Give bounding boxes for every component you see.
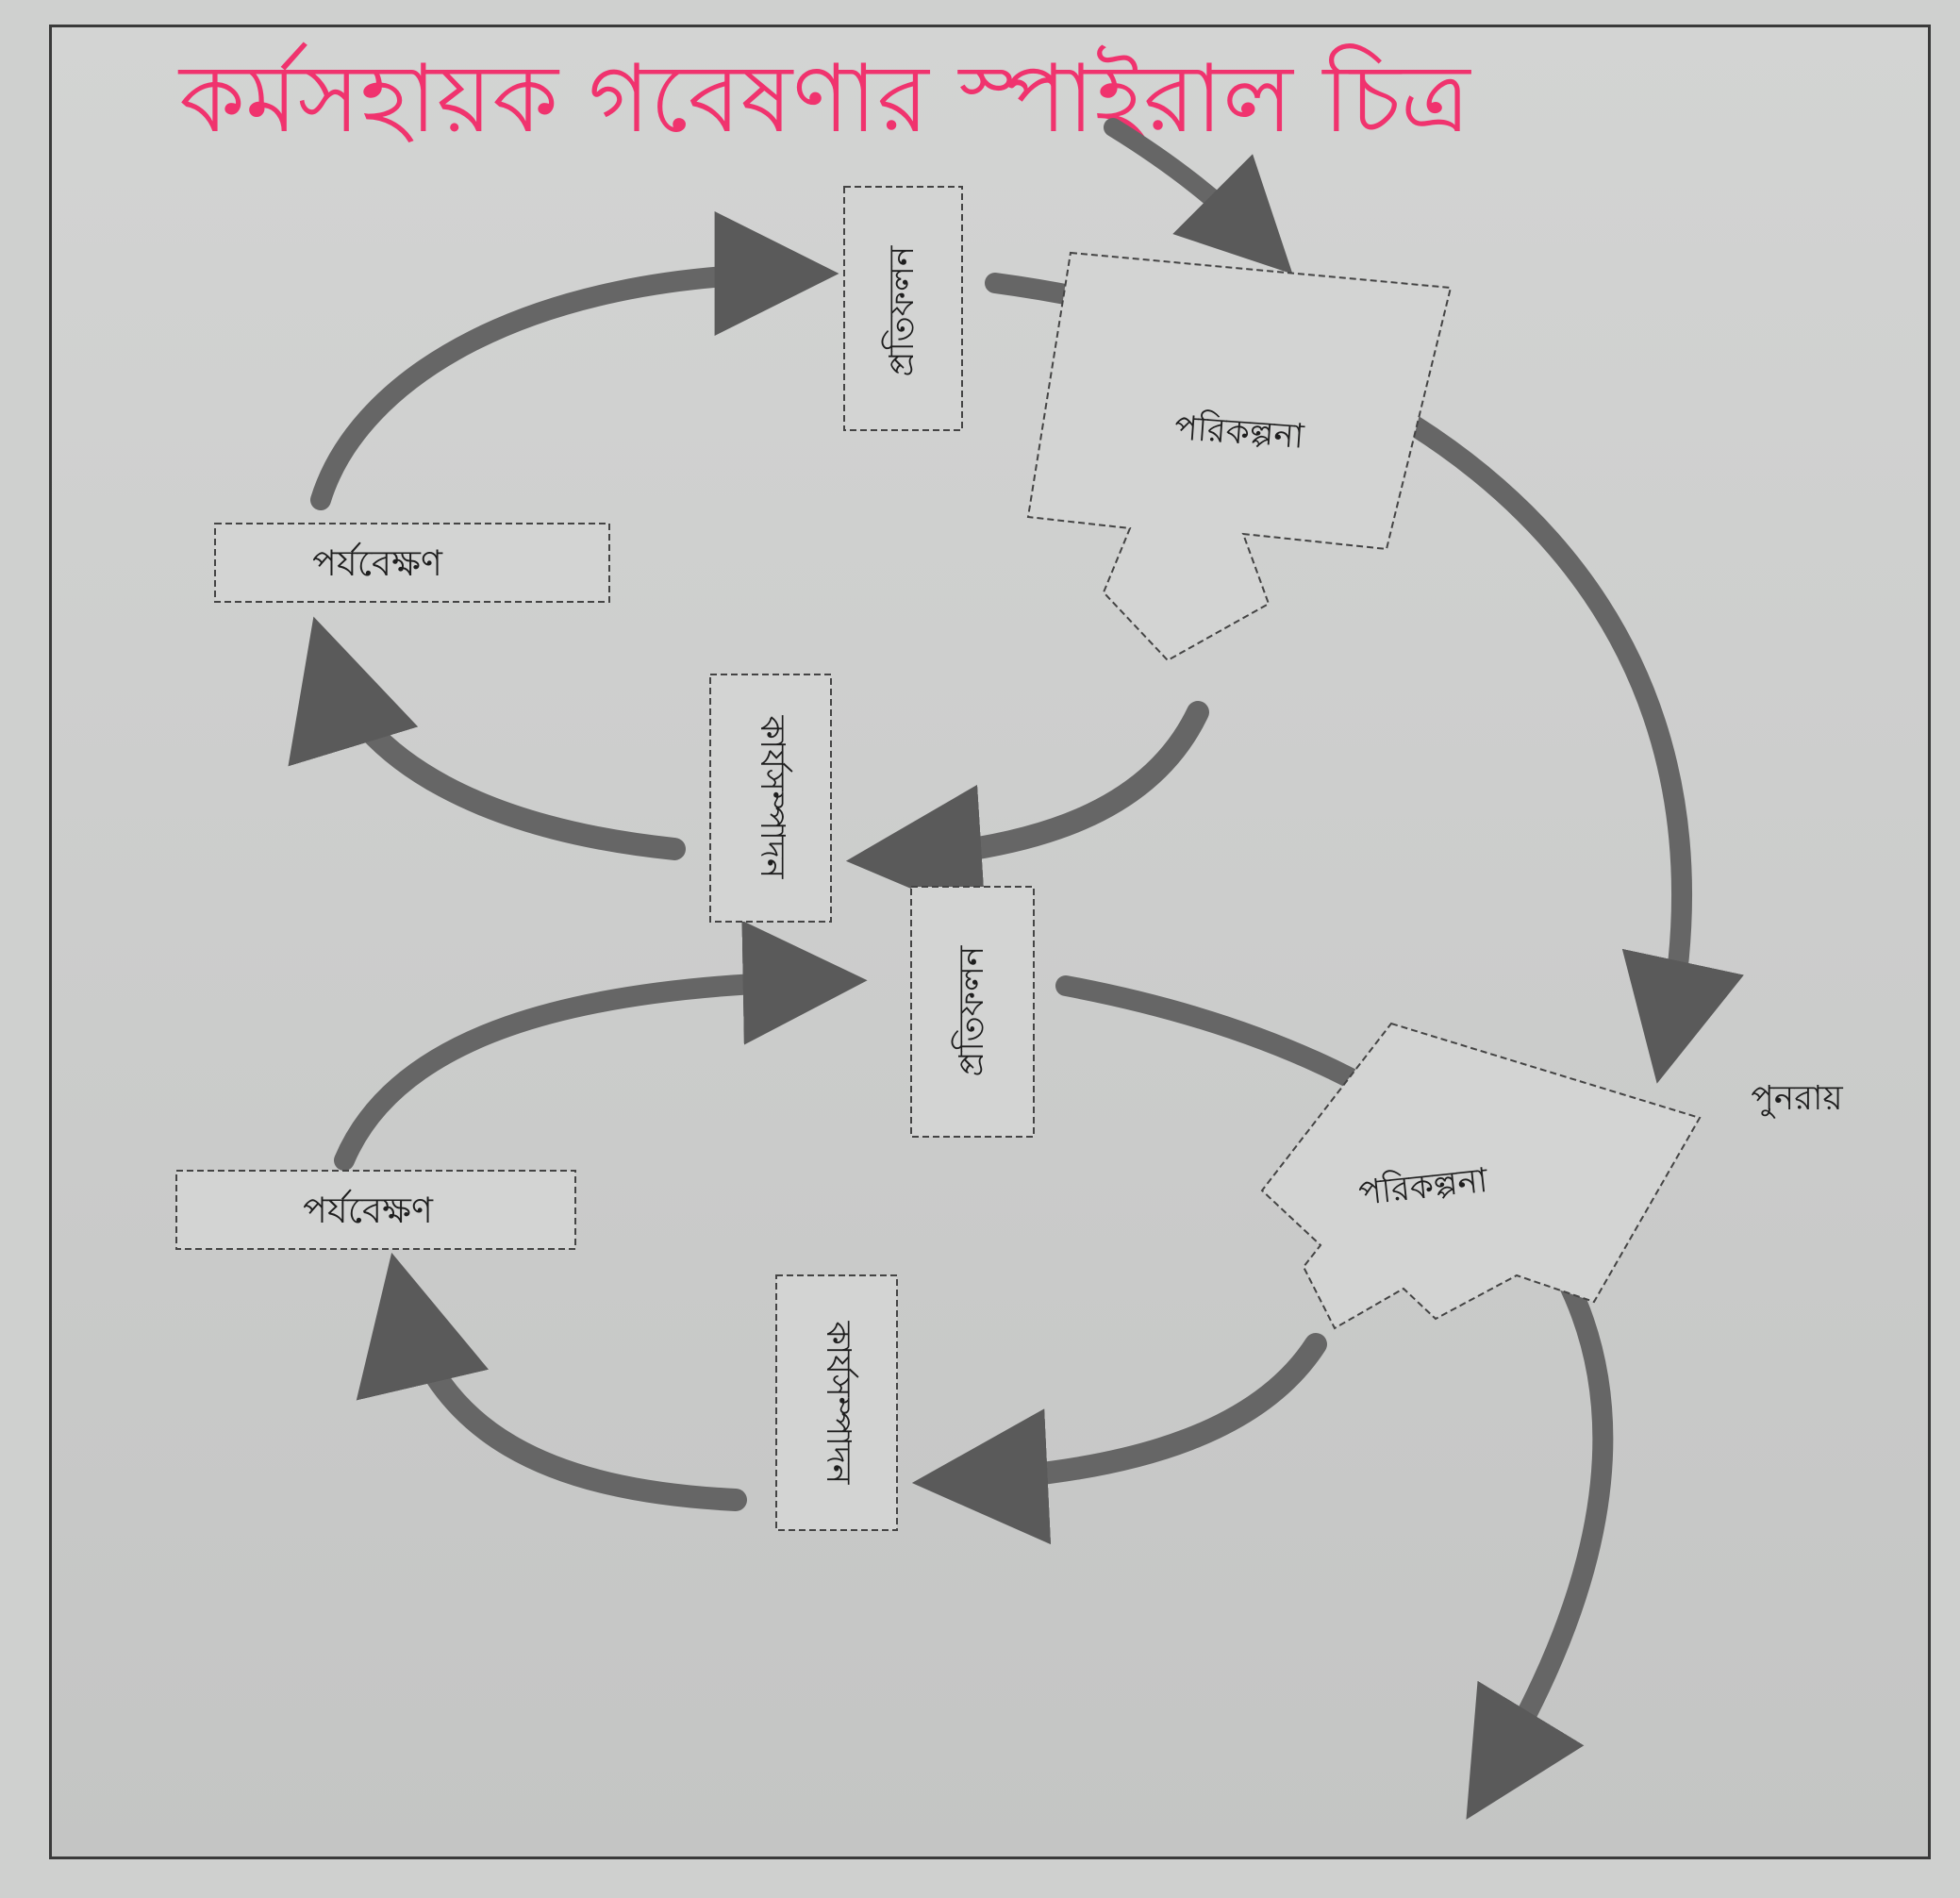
planning-box-1	[1026, 251, 1453, 662]
observation-label-1: পর্যবেক্ষণ	[312, 541, 443, 584]
arrow-observation-to-reflection-1	[310, 211, 839, 510]
observation-box-2	[175, 1170, 576, 1250]
action-label-2: কার্যসম্পাদন	[819, 1321, 859, 1485]
diagram-title: কর্মসহায়ক গবেষণার স্পাইরাল চিত্র	[179, 43, 1470, 154]
entry-arrow	[1104, 118, 1293, 275]
arrow-action-to-observation-1	[288, 616, 686, 860]
reflection-box-2	[910, 886, 1035, 1138]
reflection-box-1	[843, 186, 963, 431]
action-label-1: কার্যসম্পাদন	[753, 715, 793, 879]
observation-label-2: পর্যবেক্ষণ	[303, 1189, 434, 1231]
planning-box-2	[1260, 1022, 1702, 1330]
planning-label-1: পরিকল্পনা	[1173, 408, 1306, 457]
observation-box-1	[214, 523, 610, 603]
arrow-observation-to-reflection-2	[334, 920, 868, 1171]
arrow-action-to-observation-2	[356, 1252, 747, 1511]
reflection-label-2: প্রতিফলন	[952, 945, 991, 1076]
arrow-planning-to-action-2	[911, 1333, 1327, 1545]
again-label: পুনরায়	[1751, 1079, 1843, 1119]
action-box-1	[709, 674, 832, 923]
reflection-label-1: প্রতিফলন	[882, 245, 922, 376]
action-box-2	[775, 1274, 898, 1531]
arrow-planning-to-action-1	[845, 701, 1209, 921]
